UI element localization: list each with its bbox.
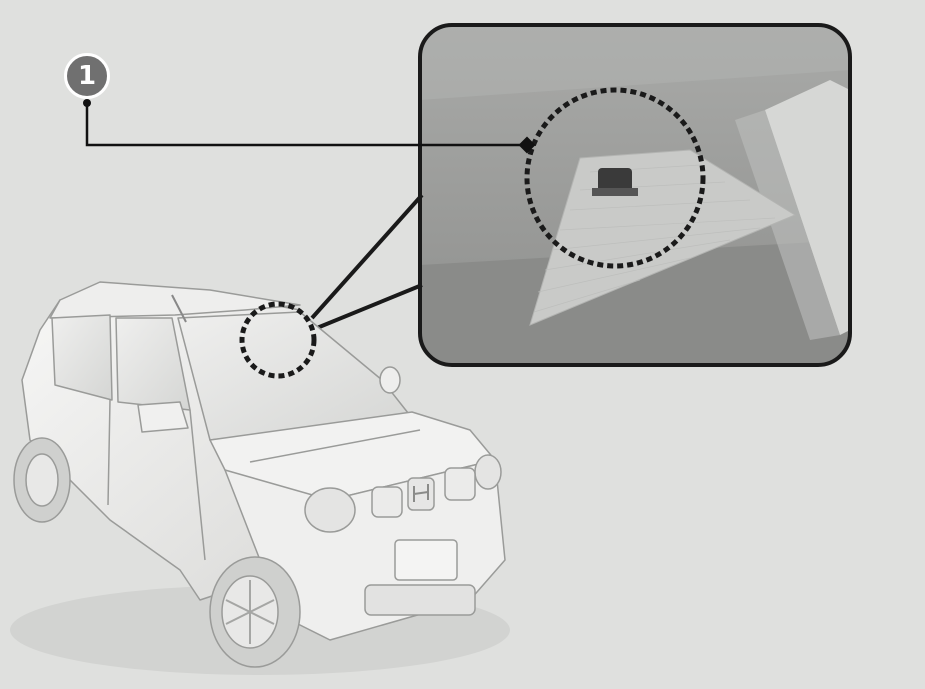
leader-line xyxy=(83,99,536,154)
callout-number-badge: 1 xyxy=(64,53,110,99)
inset-panel xyxy=(418,23,852,367)
callout-number: 1 xyxy=(77,61,97,91)
sensor-location-circle xyxy=(239,301,317,379)
zoom-connector xyxy=(310,193,424,332)
inset-highlight-circle xyxy=(524,87,706,269)
sensor-icon xyxy=(598,168,632,194)
car-icon xyxy=(10,281,510,675)
